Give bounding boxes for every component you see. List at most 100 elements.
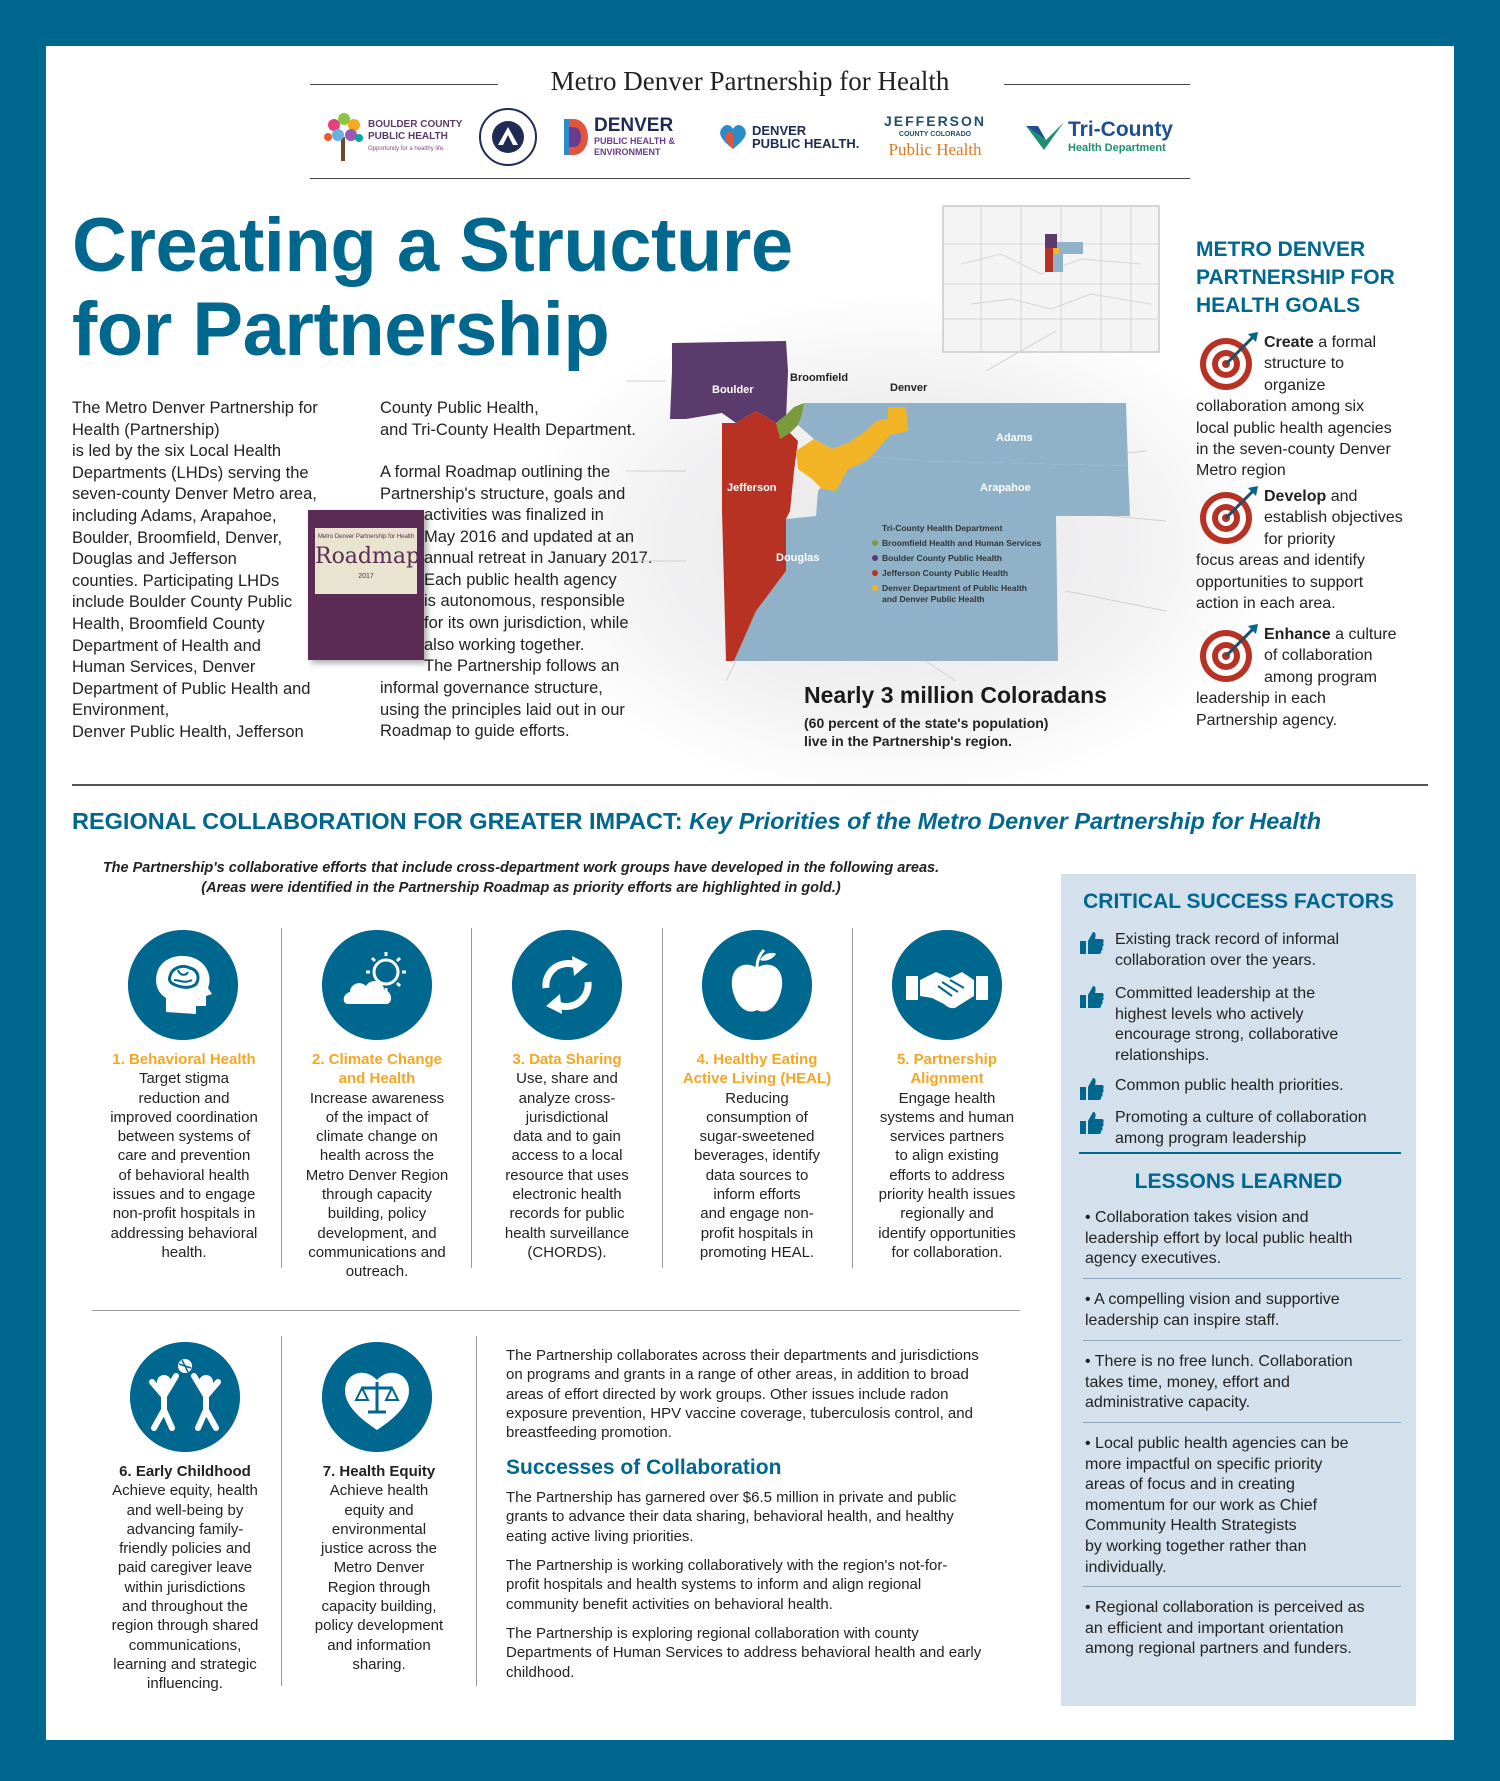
denver-public-health-logo: DENVER PUBLIC HEALTH. [718,108,859,166]
factor-line: relationships. [1115,1046,1210,1064]
successes-title: Successes of Collaboration [506,1456,782,1479]
lesson-line: There is no free lunch. Collaboration [1094,1353,1353,1370]
handshake-icon [892,930,1002,1040]
priority-line: health across the [319,1147,435,1165]
map-label-douglas: Douglas [776,552,819,564]
intro-column-2c: activities was finalized in May 2016 and… [424,505,674,678]
population-stat: Nearly 3 million Coloradans [804,682,1107,708]
boulder-logo-tagline: Opportunity for a healthy life. [368,146,445,152]
intro-line: Each public health agency [424,570,617,589]
priority-partnership-alignment: 5. Partnership Alignment Engage health s… [856,1050,1038,1262]
map-label-arapahoe: Arapahoe [980,482,1031,494]
priority-line: sharing. [352,1655,406,1673]
intro-line: also working together. [424,635,585,654]
priority-line: communications and [308,1243,446,1261]
denver-dphe-logo: DENVER PUBLIC HEALTH & ENVIRONMENT [562,108,675,166]
priority-healthy-eating: 4. Healthy Eating Active Living (HEAL) R… [666,1050,848,1262]
lesson-line: an efficient and important orientation [1085,1619,1344,1637]
target-icon [1200,332,1258,390]
goal-line: a culture [1330,626,1397,643]
factor-line: Common public health priorities. [1115,1077,1344,1094]
sync-arrows-icon [512,930,622,1040]
priority-line: Achieve health [329,1482,429,1500]
goal-verb: Create [1264,334,1314,351]
success-paragraph: The Partnership is exploring regional co… [506,1624,1026,1682]
column-divider [281,928,282,1268]
tri-county-logo-word: Tri-County [1068,118,1173,141]
lesson-item: • A compelling vision and supportive lea… [1083,1290,1403,1331]
children-ball-icon [130,1342,240,1452]
row-divider [92,1310,1020,1311]
success-paragraph: The Partnership has garnered over $6.5 m… [506,1488,1026,1546]
header-rule-right [1004,84,1190,85]
priority-line: access to a local [511,1147,623,1165]
priority-line: policy development [314,1617,444,1635]
intro-line: A formal Roadmap outlining the [380,463,611,481]
cloud-sun-icon [322,930,432,1040]
legend-item: Broomfield Health and Human Services [882,538,1041,548]
infographic-page: Metro Denver Partnership for Health BOUL… [46,46,1454,1740]
success-paragraph: The Partnership is working collaborative… [506,1556,1026,1614]
priority-line: paid caregiver leave [117,1559,253,1577]
thumbs-up-icon [1080,1078,1104,1100]
priority-line: resource that uses [505,1166,629,1184]
priority-line: health. [161,1243,207,1261]
tri-county-logo: Tri-County Health Department [1024,108,1173,166]
priorities-subtitle-1: The Partnership's collaborative efforts … [102,860,940,876]
goal-create: Create a formal structure to organize co… [1196,332,1426,482]
priority-heading: 2. Climate Change [311,1051,443,1068]
intro-line: Departments (LHDs) serving the [72,463,309,482]
intro-line: is led by the six Local Health [72,442,282,461]
intro-line: and Tri-County Health Department. [380,420,636,439]
priority-line: priority health issues [878,1186,1016,1204]
goals-title-line: METRO DENVER [1196,238,1366,261]
jefferson-logo-line2: COUNTY COLORADO [898,131,972,138]
lesson-item: • Collaboration takes vision and leaders… [1083,1208,1403,1270]
priority-line: learning and strategic [113,1655,257,1673]
priority-line: and well-being by [126,1501,244,1519]
priority-line: (CHORDS). [527,1243,607,1261]
goal-line: a formal [1313,334,1377,351]
goal-line: opportunities to support [1196,573,1364,591]
priority-line: identify opportunities [878,1224,1016,1242]
column-divider [662,928,663,1268]
intro-line: Environment, [72,701,170,720]
broomfield-seal-logo [478,108,538,166]
map-county-boulder [670,341,788,423]
roadmap-cover-year: 2017 [358,573,374,580]
tri-county-logo-line2: Health Department [1068,142,1166,154]
lesson-item: • There is no free lunch. Collaboration … [1083,1352,1403,1414]
boulder-logo-line1: BOULDER COUNTY [368,119,463,130]
lesson-line: areas of focus and in creating [1085,1476,1295,1494]
body-line: The Partnership has garnered over $6.5 m… [506,1489,957,1506]
column-divider [281,1336,282,1686]
intro-column-2a: County Public Health, and Tri-County Hea… [380,398,670,441]
goal-enhance: Enhance a culture of collaboration among… [1196,624,1426,731]
priority-heading: and Health [338,1070,416,1088]
body-line: breastfeeding promotion. [506,1424,672,1442]
priority-heading: 4. Healthy Eating [696,1051,818,1068]
denver-d-icon [564,119,588,155]
priority-line: Increase awareness [309,1089,445,1107]
goal-line: structure to [1264,355,1345,373]
body-line: Departments of Human Services to address… [506,1644,982,1662]
apple-icon [702,930,812,1040]
priority-heading: 5. Partnership [896,1051,998,1068]
priority-line: of the impact of [325,1108,429,1126]
lesson-line: by working together rather than [1085,1537,1307,1555]
column-divider [471,928,472,1268]
priority-data-sharing: 3. Data Sharing Use, share and analyze c… [476,1050,658,1262]
header-rule-bottom [310,178,1190,179]
tri-county-swoosh-icon [1026,122,1064,150]
priority-heading: Active Living (HEAL) [682,1070,832,1088]
priority-line: between systems of [117,1128,251,1146]
priority-line: environmental [331,1520,427,1538]
priority-line: improved coordination [110,1108,258,1126]
priority-line: advancing family- [126,1520,244,1538]
map-label-broomfield: Broomfield [790,372,848,384]
goals-title-line: PARTNERSHIP FOR [1196,266,1395,289]
goal-line: leadership in each [1196,690,1326,708]
intro-line: Department of Health and [72,636,261,655]
legend-item: Jefferson County Public Health [882,568,1008,578]
factor-line: encourage strong, collaborative [1115,1026,1339,1044]
